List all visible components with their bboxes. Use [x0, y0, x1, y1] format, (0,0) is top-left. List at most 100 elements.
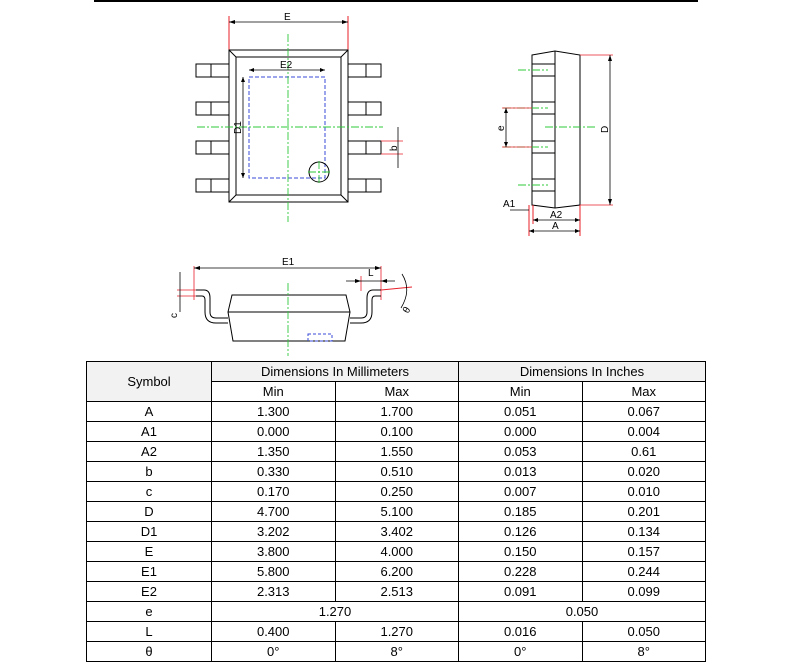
- cell-in-min: 0.016: [458, 621, 583, 642]
- side-view-pins: [531, 63, 556, 192]
- cell-in-max: 0.244: [581, 561, 706, 582]
- cell-mm-min: 1.350: [211, 441, 336, 462]
- cell-mm-min: 1.300: [211, 401, 336, 422]
- front-view-pad: [307, 333, 333, 342]
- cell-in-min: 0.150: [458, 541, 583, 562]
- cell-mm-min: 0.000: [211, 421, 336, 442]
- dim-E: E: [228, 12, 349, 50]
- side-view-drawing: D e A1 A2 A: [496, 50, 613, 236]
- dim-c: c: [169, 272, 196, 318]
- front-view-body: [227, 294, 351, 342]
- cell-in-max: 0.61: [581, 441, 706, 462]
- cell-symbol: b: [86, 461, 212, 482]
- cell-mm-max: 2.513: [334, 581, 459, 602]
- cell-in-max: 0.010: [581, 481, 706, 502]
- cell-mm-min: 3.202: [211, 521, 336, 542]
- cell-in-min: 0.007: [458, 481, 583, 502]
- front-view-leads: [196, 289, 381, 324]
- label-E: E: [284, 12, 291, 23]
- cell-symbol: θ: [86, 641, 212, 662]
- dim-b: b: [381, 127, 403, 168]
- cell-in-max: 0.134: [581, 521, 706, 542]
- exposed-pad-outline: [248, 76, 326, 179]
- cell-mm-max: 5.100: [334, 501, 459, 522]
- label-A: A: [552, 221, 559, 232]
- top-view-pins-right: [347, 63, 382, 193]
- cell-mm-min: 4.700: [211, 501, 336, 522]
- cell-mm-nominal: 1.270: [211, 601, 459, 622]
- cell-in-max: 0.201: [581, 501, 706, 522]
- cell-in-max: 0.157: [581, 541, 706, 562]
- cell-mm-max: 0.510: [334, 461, 459, 482]
- cell-mm-max: 4.000: [334, 541, 459, 562]
- dim-L: L: [346, 268, 395, 291]
- cell-mm-min: 5.800: [211, 561, 336, 582]
- top-view-pins-left: [195, 63, 230, 193]
- cell-symbol: e: [86, 601, 212, 622]
- cell-in-min: 0.091: [458, 581, 583, 602]
- label-b: b: [389, 145, 400, 151]
- cell-in-nominal: 0.050: [458, 601, 706, 622]
- label-theta: θ: [401, 305, 414, 316]
- header-inches: Dimensions In Inches: [458, 361, 706, 382]
- cell-in-min: 0.185: [458, 501, 583, 522]
- header-mm-min: Min: [211, 381, 336, 402]
- top-view-body: [228, 49, 349, 203]
- header-millimeters: Dimensions In Millimeters: [211, 361, 459, 382]
- label-D1: D1: [233, 121, 244, 134]
- cell-in-max: 0.067: [581, 401, 706, 422]
- top-view-centerlines: [197, 34, 383, 222]
- cell-symbol: E2: [86, 581, 212, 602]
- cell-mm-min: 2.313: [211, 581, 336, 602]
- cell-in-max: 0.050: [581, 621, 706, 642]
- cell-symbol: A2: [86, 441, 212, 462]
- cell-mm-min: 0.170: [211, 481, 336, 502]
- cell-in-min: 0.051: [458, 401, 583, 422]
- front-view-drawing: E1 L c θ: [169, 257, 414, 356]
- cell-in-min: 0.126: [458, 521, 583, 542]
- cell-in-max: 8°: [581, 641, 706, 662]
- header-symbol: Symbol: [86, 361, 212, 402]
- cell-in-min: 0.053: [458, 441, 583, 462]
- cell-in-max: 0.004: [581, 421, 706, 442]
- cell-mm-max: 0.250: [334, 481, 459, 502]
- label-c: c: [169, 313, 180, 318]
- cell-mm-max: 8°: [334, 641, 459, 662]
- cell-mm-min: 3.800: [211, 541, 336, 562]
- cell-mm-max: 1.270: [334, 621, 459, 642]
- top-rule: [94, 0, 698, 2]
- label-D: D: [600, 126, 611, 133]
- cell-symbol: D1: [86, 521, 212, 542]
- cell-symbol: c: [86, 481, 212, 502]
- cell-mm-min: 0.330: [211, 461, 336, 482]
- header-mm-max: Max: [334, 381, 459, 402]
- cell-mm-max: 6.200: [334, 561, 459, 582]
- label-E1: E1: [282, 257, 295, 268]
- side-view-centerlines: [503, 69, 595, 186]
- cell-mm-min: 0.400: [211, 621, 336, 642]
- cell-in-min: 0.000: [458, 421, 583, 442]
- cell-symbol: A1: [86, 421, 212, 442]
- cell-mm-max: 3.402: [334, 521, 459, 542]
- label-A1: A1: [503, 199, 516, 210]
- cell-symbol: E: [86, 541, 212, 562]
- top-view-drawing: E E2 D1: [195, 12, 403, 222]
- cell-in-max: 0.020: [581, 461, 706, 482]
- side-view-body: [531, 50, 581, 209]
- header-in-max: Max: [581, 381, 706, 402]
- dim-E1: E1: [193, 257, 382, 300]
- cell-in-min: 0.013: [458, 461, 583, 482]
- dimension-table: Symbol Dimensions In Millimeters Dimensi…: [86, 361, 706, 662]
- label-E2: E2: [280, 60, 293, 71]
